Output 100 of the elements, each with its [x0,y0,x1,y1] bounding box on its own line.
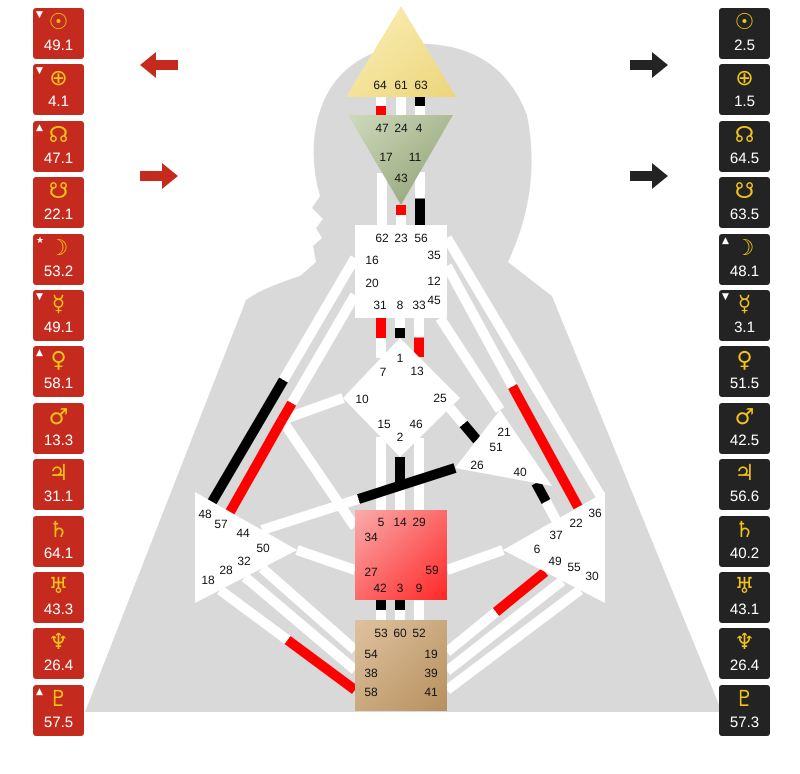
gate-number: 12 [427,275,441,287]
activation-number: 40.2 [730,544,760,562]
activation-number: 43.1 [730,601,760,618]
activation-number: 64.1 [44,544,74,562]
activation-number: 53.2 [44,262,74,280]
channel-line [414,600,424,620]
gate-number: 28 [219,564,233,576]
channel-line [415,172,425,225]
channel-line [396,205,406,225]
planet-tile [719,628,770,680]
gate-number: 38 [364,667,378,679]
triangle-center [195,492,297,603]
activation-number: 2.5 [734,37,755,54]
gate-number: 45 [427,294,441,306]
channel-line [376,318,386,358]
planet-symbol: ☉ [48,11,68,35]
marker-symbol: ★ [36,236,44,246]
channel-line [414,438,424,510]
planet-tile [33,64,84,116]
channel-line [377,173,387,225]
planet-tile [33,177,84,228]
gate-number: 39 [424,667,438,679]
gate-number: 47 [375,122,389,134]
activation-number: 42.5 [730,432,760,449]
gate-number: 31 [373,299,387,311]
diamond-center [343,338,460,457]
activation-number: 26.4 [44,657,74,674]
channel-line [446,404,481,444]
planet-tile [719,120,770,172]
gate-number: 41 [424,686,438,698]
gate-number: 36 [588,507,602,519]
channel-line [395,600,405,620]
gate-number: 2 [396,431,404,443]
channel-line [226,418,286,514]
gate-number: 8 [396,299,404,311]
gate-number: 50 [256,542,270,554]
gate-number: 44 [236,527,250,539]
planet-tile [33,346,84,398]
planet-tile [33,234,84,285]
activation-number: 1.5 [734,93,755,110]
triangle-center [455,410,552,486]
activation-number: 3.1 [734,319,755,336]
planet-symbol: ♀ [50,349,67,374]
channel-line [415,97,425,115]
planet-tile [719,177,770,228]
planet-tile [33,516,84,567]
inverted-triangle-center [348,115,453,205]
activation-number: 58.1 [44,375,74,392]
gate-number: 25 [433,392,447,404]
planet-symbol: ⊕ [49,67,68,92]
gate-number: 13 [410,365,424,377]
planet-symbol: ☉ [734,11,754,35]
gate-number: 16 [365,254,379,266]
activation-number: 56.6 [730,488,760,506]
planet-tile [33,572,84,623]
planet-tile [719,346,770,398]
planet-tile [33,684,84,736]
planet-symbol: ♆ [48,631,68,656]
gate-number: 18 [201,574,215,586]
gate-number: 17 [379,151,393,163]
planet-tile [719,459,770,510]
triangle-center [503,492,605,603]
activation-number: 57.5 [44,714,74,731]
activation-number: 51.5 [730,375,760,392]
planet-tile [33,120,84,172]
marker-symbol: ▲ [722,236,729,246]
gate-number: 30 [585,570,599,582]
planet-symbol: ⊕ [735,67,754,92]
gate-number: 37 [549,529,563,541]
gate-number: 23 [394,232,408,244]
planet-symbol: ☿ [52,293,66,317]
gate-number: 21 [497,426,511,438]
activation-number: 47.1 [44,150,74,167]
planet-symbol: ☊ [48,124,68,148]
channel-line [436,315,504,413]
planet-symbol: ♂ [48,406,68,430]
gate-number: 27 [364,566,378,578]
marker-symbol: ▲ [36,348,43,358]
gate-number: 58 [364,686,378,698]
activation-number: 57.3 [730,714,760,731]
gate-number: 53 [374,627,388,639]
gate-number: 46 [409,418,423,430]
planet-tile [719,684,770,736]
planet-tile [719,402,770,454]
activation-number: 31.1 [44,488,74,506]
gate-number: 56 [414,232,428,244]
gate-number: 43 [394,172,408,184]
gate-number: 51 [489,441,503,453]
planet-symbol: ☊ [734,124,754,148]
marker-symbol: ▼ [36,66,43,76]
gate-number: 29 [412,516,426,528]
gate-number: 9 [416,582,422,594]
gate-number: 48 [198,508,212,520]
channel-line [414,318,424,357]
planet-tile [33,628,84,680]
planet-symbol: ☋ [48,180,68,204]
gate-number: 60 [393,627,407,639]
planet-symbol: ♂ [734,406,754,430]
gate-number: 54 [364,648,378,660]
gate-number: 33 [412,299,426,311]
